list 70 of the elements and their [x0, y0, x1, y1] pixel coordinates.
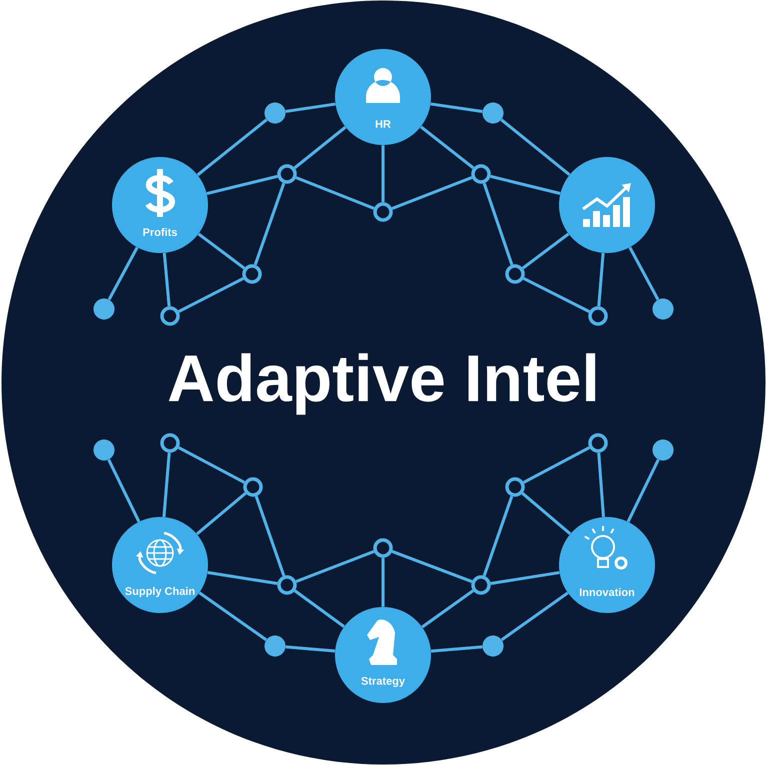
- ring: [373, 202, 393, 222]
- connector-line: [296, 176, 374, 210]
- connector-line: [522, 232, 570, 270]
- connector-line: [196, 118, 268, 176]
- connector-line: [626, 458, 660, 522]
- connector-line: [162, 252, 171, 306]
- connector-line: [108, 246, 138, 300]
- title: Adaptive Intel: [168, 353, 596, 415]
- connector-line: [294, 590, 345, 628]
- connector-line: [296, 550, 374, 583]
- ring: [243, 477, 263, 497]
- connector-line: [382, 558, 384, 607]
- node-label: HR: [376, 120, 391, 128]
- connector-line: [392, 176, 472, 210]
- connector-line: [430, 645, 482, 653]
- node-label: Strategy: [361, 677, 405, 688]
- connector-line: [254, 182, 286, 266]
- dot: [652, 298, 674, 320]
- connector-line: [482, 182, 514, 266]
- dot: [94, 440, 114, 460]
- node-label: Supply Chain: [125, 586, 194, 598]
- connector-line: [178, 277, 244, 313]
- connector-line: [392, 550, 472, 583]
- ring: [471, 575, 491, 595]
- dot: [264, 102, 286, 124]
- ring: [277, 164, 297, 184]
- ring: [160, 433, 180, 453]
- node-label: Profits: [143, 228, 177, 236]
- connector-line: [482, 496, 514, 576]
- connector-line: [286, 645, 336, 652]
- connector-line: [198, 592, 268, 642]
- dot: [652, 440, 674, 460]
- ring: [588, 306, 608, 326]
- ring: [588, 433, 608, 453]
- connector-line: [294, 126, 346, 170]
- connector-line: [430, 102, 483, 113]
- connector-line: [523, 277, 590, 313]
- ring: [505, 264, 525, 284]
- connector-line: [420, 126, 474, 170]
- connector-line: [196, 492, 246, 536]
- connector-line: [206, 174, 278, 196]
- connector-line: [162, 452, 171, 518]
- connector-line: [107, 458, 140, 522]
- connector-line: [522, 446, 590, 484]
- connector-line: [500, 118, 570, 176]
- connector-line: [500, 592, 569, 642]
- ring: [160, 306, 180, 326]
- connector-line: [597, 252, 605, 306]
- connector-line: [198, 232, 246, 270]
- connector-line: [382, 145, 384, 202]
- connector-line: [490, 174, 561, 195]
- connector-line: [254, 496, 286, 576]
- ring: [277, 575, 297, 595]
- connector-line: [597, 452, 605, 518]
- connector-line: [521, 492, 572, 535]
- connector-line: [207, 571, 278, 585]
- ring: [471, 164, 491, 184]
- connector-line: [421, 589, 474, 628]
- ring: [505, 477, 525, 497]
- connector-line: [628, 246, 660, 300]
- dot: [94, 298, 114, 320]
- connector-line: [178, 446, 246, 484]
- node-label: Innovation: [580, 588, 634, 596]
- dot: [482, 102, 504, 124]
- dot: [482, 636, 504, 656]
- connector-line: [490, 571, 560, 585]
- dot: [264, 636, 286, 656]
- connector-line: [285, 102, 336, 113]
- ring: [242, 264, 262, 284]
- ring: [373, 538, 393, 558]
